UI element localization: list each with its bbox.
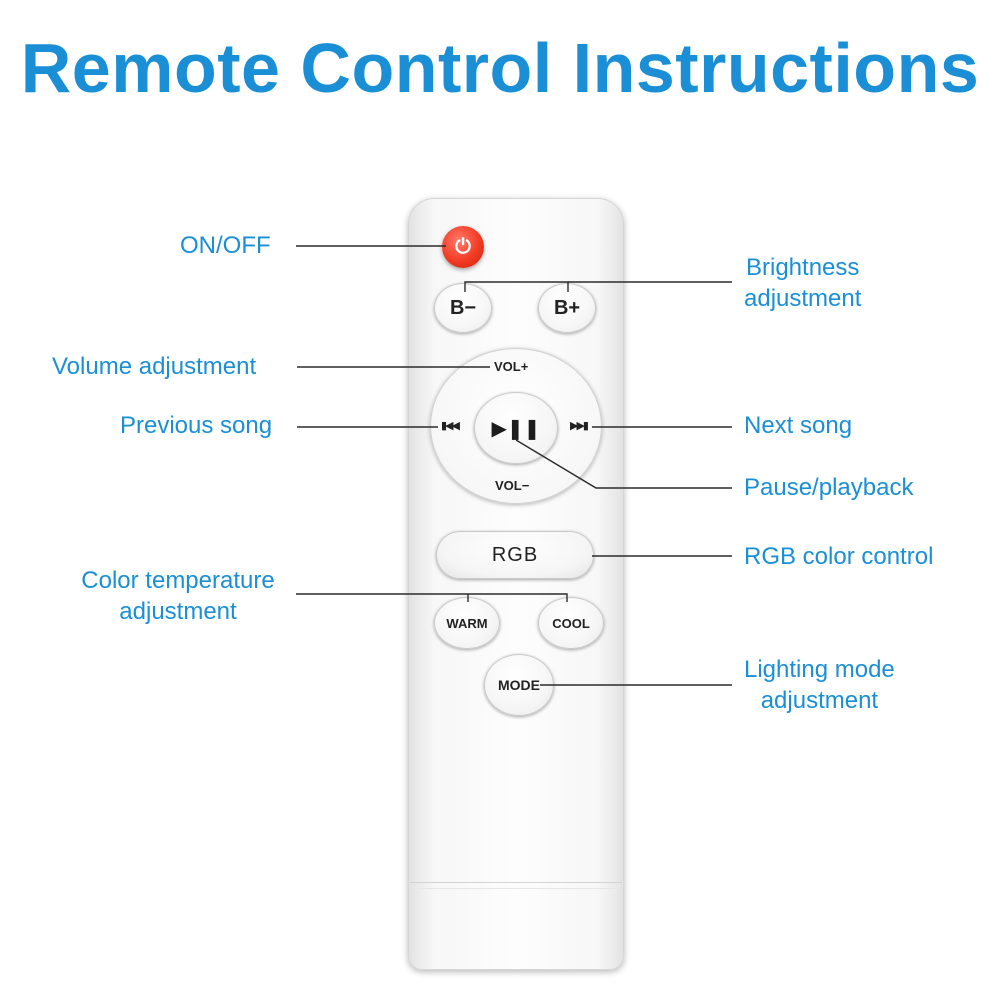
- previous-track-icon[interactable]: ▮◀◀: [441, 420, 460, 432]
- power-button[interactable]: ⏻: [442, 226, 484, 268]
- leader-pause: [515, 439, 732, 489]
- label-next: Next song: [744, 412, 853, 439]
- vol-up-button[interactable]: VOL+: [494, 359, 529, 374]
- rgb-button[interactable]: RGB: [436, 531, 594, 579]
- label-on-off: ON/OFF: [180, 232, 271, 259]
- label-color-temp: Color temperature adjustment: [62, 565, 294, 627]
- label-rgb: RGB color control: [744, 543, 934, 570]
- leader-brightness: [464, 281, 569, 292]
- label-brightness-line2: adjustment: [744, 285, 862, 312]
- play-pause-icon: ▶❚❚: [491, 417, 541, 440]
- power-icon: ⏻: [455, 236, 471, 258]
- next-track-icon[interactable]: ▶▶▮: [570, 420, 589, 432]
- remote-seam-highlight: [410, 888, 622, 889]
- label-brightness: Brightness adjustment: [744, 252, 861, 314]
- label-lighting-mode-line2: adjustment: [760, 687, 879, 714]
- leader-color-temp: [296, 593, 568, 602]
- label-lighting-mode: Lighting mode adjustment: [744, 654, 895, 716]
- label-brightness-line1: Brightness: [746, 254, 860, 281]
- cool-button[interactable]: COOL: [538, 597, 604, 649]
- label-lighting-mode-line1: Lighting mode: [744, 656, 895, 683]
- brightness-up-button[interactable]: B+: [538, 283, 596, 333]
- brightness-down-button[interactable]: B−: [434, 283, 492, 333]
- warm-button[interactable]: WARM: [434, 597, 500, 649]
- remote-seam: [410, 882, 622, 883]
- label-color-temp-line2: adjustment: [119, 598, 237, 625]
- label-pause: Pause/playback: [744, 474, 914, 501]
- label-previous: Previous song: [120, 412, 273, 439]
- label-color-temp-line1: Color temperature: [81, 567, 275, 594]
- page-title: Remote Control Instructions: [20, 29, 980, 107]
- play-pause-button[interactable]: ▶❚❚: [474, 392, 558, 464]
- vol-down-button[interactable]: VOL−: [495, 478, 530, 493]
- label-volume: Volume adjustment: [52, 353, 257, 380]
